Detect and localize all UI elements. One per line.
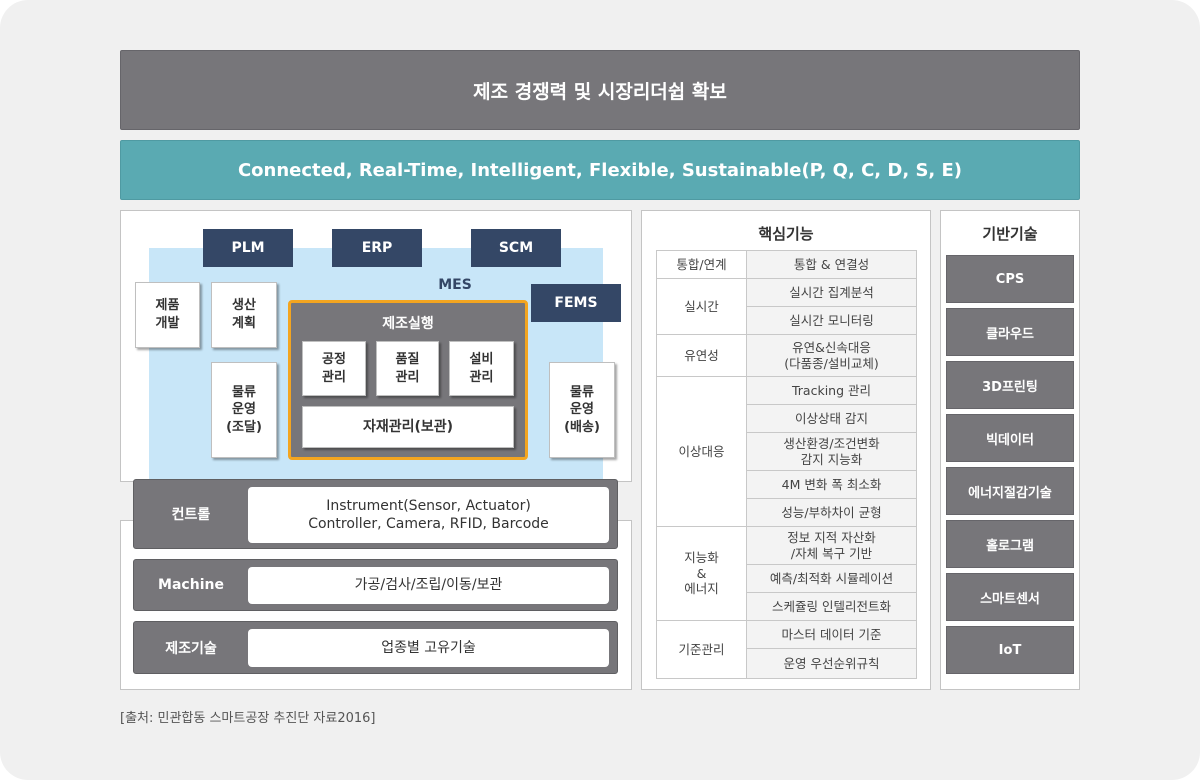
category-cell: 지능화 & 에너지 [656,526,747,621]
core-functions-table-wrap: 통합/연계 통합 & 연결성 실시간 실시간 집계분석 실시간 모니터링 유연성… [656,250,918,679]
base-tech-title: 기반기술 [982,224,1038,243]
table-row: 생산환경/조건변화 감지 지능화 [657,432,917,471]
category-cell: 이상대응 [656,376,747,527]
category-cell: 기준관리 [656,620,747,679]
process-mgmt-card: 공정 관리 [302,341,366,396]
mfg-tech-layer: 제조기술 업종별 고유기술 [133,621,618,674]
item-cell: 유연&신속대응 (다품종/설비교체) [746,334,917,377]
tech-item-iot: IoT [946,626,1074,674]
item-cell: 운영 우선순위규칙 [746,648,917,679]
plm-box: PLM [203,229,293,267]
equipment-mgmt-card: 설비 관리 [449,341,514,396]
scm-box: SCM [471,229,561,267]
control-layer: 컨트롤 Instrument(Sensor, Actuator) Control… [133,479,618,549]
source-note: [출처: 민관합동 스마트공장 추진단 자료2016] [120,711,376,726]
item-cell: 생산환경/조건변화 감지 지능화 [746,432,917,471]
item-cell: 마스터 데이터 기준 [746,620,917,649]
core-functions-panel: 핵심기능 통합/연계 통합 & 연결성 실시간 실시간 집계분석 실시간 모니터… [641,210,931,690]
material-mgmt-card: 자재관리(보관) [302,406,514,448]
table-row: 4M 변화 폭 최소화 [657,470,917,499]
product-dev-card: 제품 개발 [135,282,200,348]
production-plan-card: 생산 계획 [211,282,277,348]
tech-item-3d-printing: 3D프린팅 [946,361,1074,409]
table-row: 통합/연계 통합 & 연결성 [656,250,917,279]
top-banner: 제조 경쟁력 및 시장리더쉽 확보 [120,50,1080,130]
item-cell: 이상상태 감지 [746,404,917,433]
item-cell: 실시간 모니터링 [746,306,917,335]
item-cell: 스케쥴링 인텔리전트화 [746,592,917,621]
category-cell: 유연성 [656,334,747,377]
item-cell: 통합 & 연결성 [746,250,917,279]
base-tech-panel: 기반기술 CPS 클라우드 3D프린팅 빅데이터 에너지절감기술 홀로그램 스마… [940,210,1080,690]
machine-layer-label: Machine [158,577,224,593]
mfg-tech-layer-label: 제조기술 [165,640,217,657]
mes-label: MES [438,277,472,293]
manufacturing-exec-title: 제조실행 [382,316,434,332]
item-cell: 정보 지적 자산화 /자체 복구 기반 [746,526,917,565]
item-cell: 성능/부하차이 균형 [746,498,917,527]
category-cell: 실시간 [656,278,747,335]
core-functions-table: 통합/연계 통합 & 연결성 실시간 실시간 집계분석 실시간 모니터링 유연성… [656,250,917,679]
tech-item-big-data: 빅데이터 [946,414,1074,462]
core-functions-title: 핵심기능 [758,224,814,243]
table-row: 실시간 모니터링 [657,306,917,335]
tech-item-cloud: 클라우드 [946,308,1074,356]
table-row: 성능/부하차이 균형 [657,498,917,527]
item-cell: 4M 변화 폭 최소화 [746,470,917,499]
table-row: 지능화 & 에너지 정보 지적 자산화 /자체 복구 기반 [656,526,917,621]
tech-item-hologram: 홀로그램 [946,520,1074,568]
table-row: 기준관리 마스터 데이터 기준 [656,620,917,679]
item-cell: 예측/최적화 시뮬레이션 [746,564,917,593]
control-layer-label: 컨트롤 [171,507,211,523]
control-layer-content: Instrument(Sensor, Actuator) Controller,… [248,487,609,543]
table-row: 유연성 유연&신속대응 (다품종/설비교체) [656,334,917,377]
item-cell: 실시간 집계분석 [746,278,917,307]
logistics-procure-card: 물류 운영 (조달) [211,362,277,458]
tech-item-cps: CPS [946,255,1074,303]
table-row: 이상대응 Tracking 관리 [656,376,917,527]
tech-item-smart-sensor: 스마트센서 [946,573,1074,621]
table-row: 실시간 실시간 집계분석 [656,278,917,335]
machine-layer: Machine 가공/검사/조립/이동/보관 [133,559,618,611]
erp-box: ERP [332,229,422,267]
principles-banner: Connected, Real-Time, Intelligent, Flexi… [120,140,1080,200]
tech-item-energy-saving: 에너지절감기술 [946,467,1074,515]
mfg-tech-layer-content: 업종별 고유기술 [248,629,609,667]
category-cell: 통합/연계 [656,250,747,279]
logistics-delivery-card: 물류 운영 (배송) [549,362,615,458]
fems-box: FEMS [531,284,621,322]
machine-layer-content: 가공/검사/조립/이동/보관 [248,567,609,604]
item-cell: Tracking 관리 [746,376,917,405]
table-row: 운영 우선순위규칙 [657,648,917,679]
quality-mgmt-card: 품질 관리 [376,341,439,396]
